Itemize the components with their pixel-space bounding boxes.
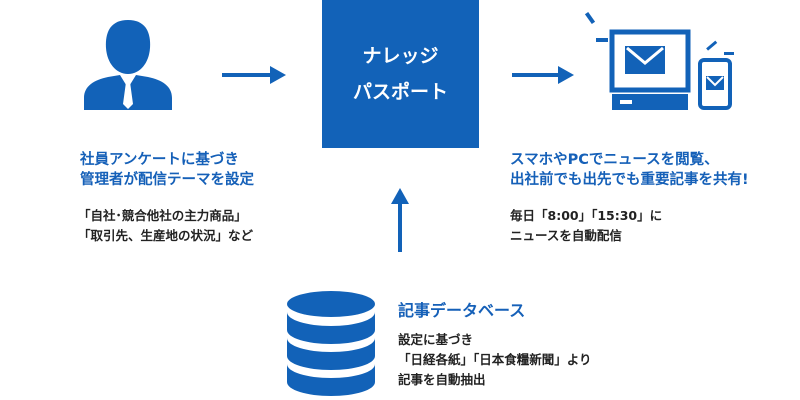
right-lead-text: スマホやPCでニュースを閲覧、 出社前でも出先でも重要記事を共有! [510,150,749,190]
desktop-mail-icon [584,11,691,110]
smartphone-mail-icon [698,40,734,110]
arrow-right-icon [222,66,286,84]
database-title: 記事データベース [398,301,526,320]
right-lead-line-1: スマホやPCでニュースを閲覧、 [510,152,719,168]
knowledge-passport-box: ナレッジ パスポート [322,0,479,148]
left-detail-text: 「自社･競合他社の主力商品」 「取引先、生産地の状況」など [78,206,253,246]
database-detail-line-2: 「日経各紙」「日本食糧新聞」より [398,352,592,367]
database-detail-text: 設定に基づき 「日経各紙」「日本食糧新聞」より 記事を自動抽出 [398,330,592,390]
arrow-up-icon [391,188,409,252]
left-detail-line-1: 「自社･競合他社の主力商品」 [78,208,247,223]
left-lead-line-1: 社員アンケートに基づき [80,152,239,168]
database-detail-line-3: 記事を自動抽出 [398,372,486,387]
center-title-line-1: ナレッジ [362,45,439,67]
database-icon [287,291,375,396]
left-detail-line-2: 「取引先、生産地の状況」など [78,228,254,243]
right-detail-line-2: ニュースを自動配信 [510,228,622,243]
left-lead-line-2: 管理者が配信テーマを設定 [80,172,254,188]
arrow-right-icon [512,66,574,84]
center-title-line-2: パスポート [352,81,448,103]
right-lead-line-2: 出社前でも出先でも重要記事を共有! [510,172,749,188]
right-detail-line-1: 毎日「8:00」「15:30」に [510,208,663,223]
businessman-icon [84,20,172,110]
database-detail-line-1: 設定に基づき [398,332,474,347]
left-lead-text: 社員アンケートに基づき 管理者が配信テーマを設定 [80,150,254,190]
right-detail-text: 毎日「8:00」「15:30」に ニュースを自動配信 [510,206,662,246]
